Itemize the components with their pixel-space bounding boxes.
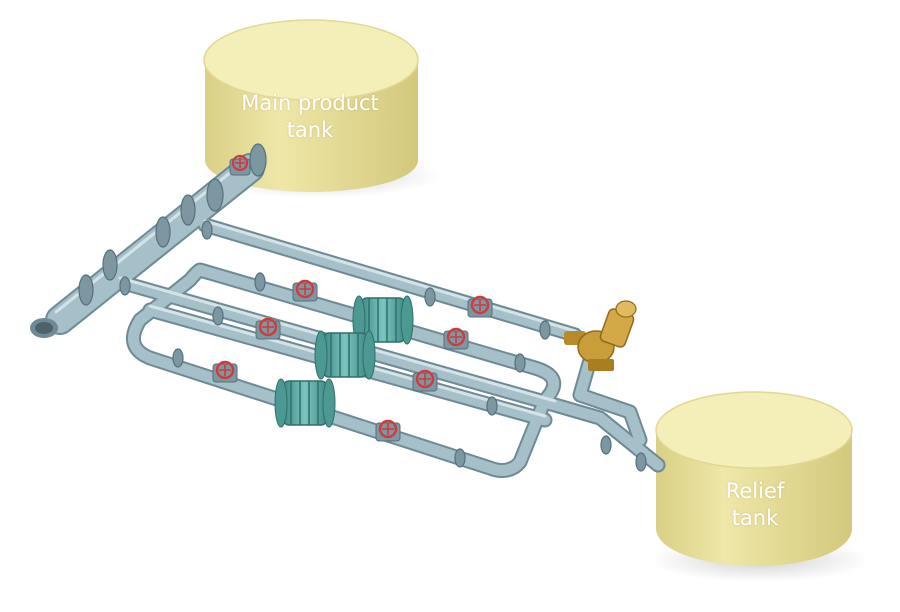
relief-tank-label-line1: Relief — [725, 479, 785, 503]
flange-icon — [206, 178, 224, 212]
flange-icon — [454, 448, 466, 468]
flange-icon — [254, 272, 266, 292]
valves — [212, 154, 493, 442]
flange-icon — [201, 220, 213, 240]
valve-icon — [212, 360, 238, 383]
main-tank-label: Main product tank — [210, 90, 410, 144]
flange-icon — [212, 306, 224, 326]
main-tank-label-line2: tank — [286, 118, 334, 142]
valve-icon — [443, 327, 469, 350]
flange-icon — [486, 396, 498, 416]
filters — [274, 295, 414, 428]
pump-icon — [564, 300, 637, 371]
flange-icon — [249, 143, 267, 177]
flange-icon — [119, 276, 131, 296]
flanges — [78, 143, 647, 472]
flange-icon — [102, 249, 118, 281]
main-tank-label-line1: Main product — [241, 91, 379, 115]
flange-icon — [600, 435, 612, 455]
flange-icon — [78, 274, 94, 306]
filter-icon — [352, 295, 414, 345]
valve-icon — [412, 369, 438, 392]
flange-icon — [172, 348, 184, 368]
relief-tank-label-line2: tank — [731, 506, 779, 530]
flange-icon — [514, 353, 526, 373]
relief-tank — [655, 391, 853, 566]
flange-icon — [635, 452, 647, 472]
flange-icon — [539, 320, 551, 340]
valve-icon — [375, 419, 401, 442]
valve-icon — [255, 317, 281, 340]
flange-icon — [180, 194, 196, 226]
flange-icon — [424, 287, 436, 307]
relief-tank-label: Relief tank — [690, 478, 820, 532]
valve-icon — [467, 295, 493, 318]
filter-icon — [274, 378, 336, 428]
filter-icon — [314, 330, 376, 380]
valve-icon — [292, 279, 318, 302]
valve-icon — [229, 154, 251, 176]
flange-icon — [155, 216, 171, 248]
